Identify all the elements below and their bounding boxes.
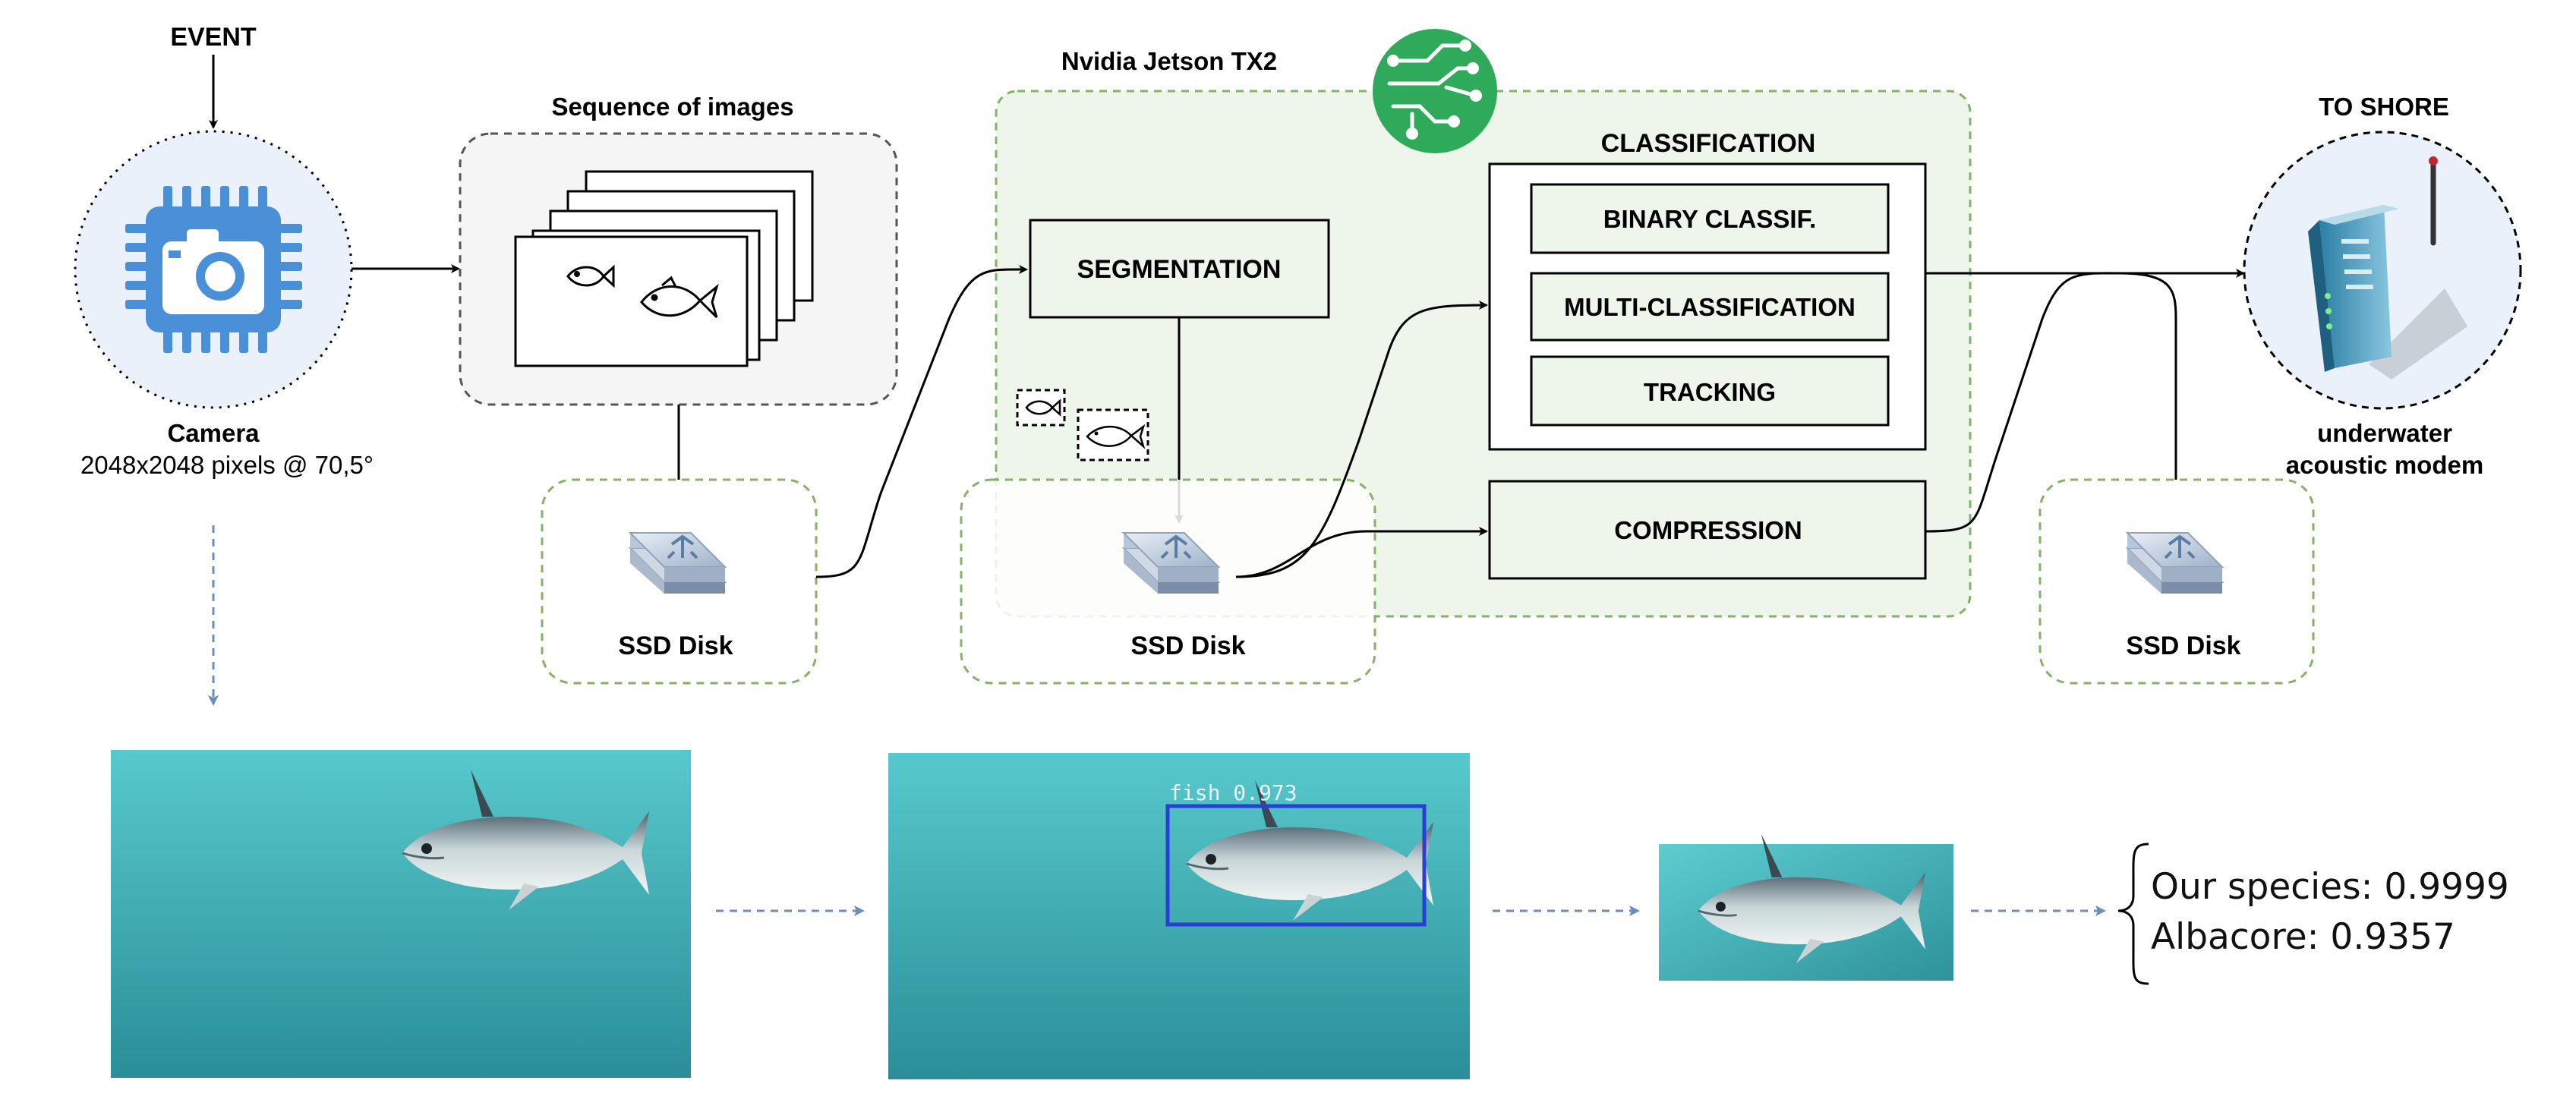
sequence-container <box>459 132 898 406</box>
acoustic-modem-icon <box>2308 156 2467 380</box>
camera-node <box>74 130 353 409</box>
large-fish-icon <box>640 276 719 319</box>
jetson-circuit-icon <box>1373 29 1497 153</box>
classification-title: CLASSIFICATION <box>1601 129 1816 158</box>
event-label: EVENT <box>170 23 257 52</box>
camera-name: Camera <box>167 419 260 447</box>
result-albacore: Albacore: 0.9357 <box>2151 916 2455 958</box>
detection-bounding-box <box>1165 804 1427 927</box>
jetson-title: Nvidia Jetson TX2 <box>1061 47 1277 75</box>
cropped-fish-thumbnails <box>1016 389 1149 461</box>
raw-frame-image <box>111 750 691 1078</box>
multi-classification-label: MULTI-CLASSIFICATION <box>1564 293 1856 321</box>
compression-box <box>1488 480 1927 580</box>
detection-label: fish 0.973 <box>1169 780 1297 805</box>
modem-node <box>2243 131 2522 410</box>
result-our-species: Our species: 0.9999 <box>2151 866 2509 908</box>
ssd-disk-1-label: SSD Disk <box>618 632 733 660</box>
ssd-disk-3-label: SSD Disk <box>2126 632 2240 660</box>
ssd-disk-1: SSD Disk <box>541 478 818 685</box>
small-fish-icon <box>566 264 615 288</box>
tracking-label: TRACKING <box>1644 378 1776 406</box>
ssd-disk-2-label: SSD Disk <box>1130 632 1245 660</box>
binary-classif-box <box>1530 183 1890 254</box>
ssd-disk-3: SSD Disk <box>2038 478 2315 685</box>
camera-chip-icon <box>125 186 302 353</box>
results-brace <box>2117 843 2149 985</box>
cropped-fish-image <box>1659 833 1953 981</box>
compression-label: COMPRESSION <box>1614 516 1802 544</box>
tracking-box <box>1530 355 1890 427</box>
shore-title: TO SHORE <box>2319 93 2449 121</box>
sequence-title: Sequence of images <box>551 93 793 121</box>
multi-classification-box <box>1530 272 1890 342</box>
segmentation-label: SEGMENTATION <box>1077 255 1282 284</box>
modem-label-line2: acoustic modem <box>2286 451 2483 479</box>
camera-specs: 2048x2048 pixels @ 70,5° <box>80 451 374 479</box>
binary-classif-label: BINARY CLASSIF. <box>1603 205 1817 233</box>
modem-label-line1: underwater <box>2317 419 2452 447</box>
segmentation-box <box>1029 219 1330 319</box>
ssd-disk-2: SSD Disk <box>960 478 1376 685</box>
detection-frame-image: fish 0.973 <box>888 753 1470 1079</box>
